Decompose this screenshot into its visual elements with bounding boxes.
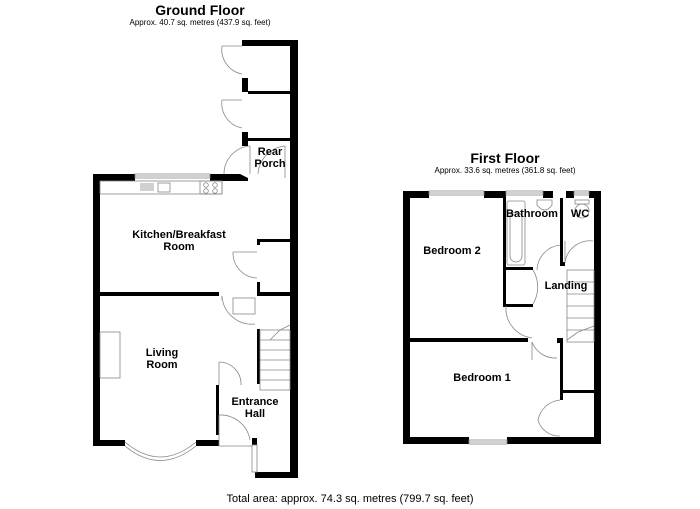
ground-floor-title: Ground Floor xyxy=(155,2,245,18)
room-label-entrance-2: Hall xyxy=(245,408,265,420)
room-label-bedroom-1: Bedroom 1 xyxy=(453,372,510,384)
ground-floor-walls xyxy=(93,40,298,478)
ground-floor-plan: Rear Porch Kitchen/Breakfast Room Living… xyxy=(93,40,298,478)
room-label-wc: WC xyxy=(571,208,589,220)
first-floor-title: First Floor xyxy=(470,150,540,166)
first-floor-area: Approx. 33.6 sq. metres (361.8 sq. feet) xyxy=(434,166,576,175)
room-label-entrance-1: Entrance xyxy=(231,396,278,408)
room-label-kitchen-1: Kitchen/Breakfast xyxy=(132,229,226,241)
total-area: Total area: approx. 74.3 sq. metres (799… xyxy=(226,493,474,505)
room-label-rear-porch-1: Rear xyxy=(258,146,283,158)
first-floor-fixtures xyxy=(428,190,595,445)
room-label-living-1: Living xyxy=(146,347,178,359)
first-floor-plan: Bathroom WC Bedroom 2 Landing Bedroom 1 xyxy=(403,190,601,445)
room-label-rear-porch-2: Porch xyxy=(254,158,285,170)
room-label-landing: Landing xyxy=(545,280,588,292)
room-label-bathroom: Bathroom xyxy=(506,208,558,220)
ground-floor-area: Approx. 40.7 sq. metres (437.9 sq. feet) xyxy=(129,18,271,27)
ground-floor-fixtures xyxy=(99,45,291,473)
first-floor-walls xyxy=(403,191,601,444)
room-label-kitchen-2: Room xyxy=(163,241,194,253)
room-label-living-2: Room xyxy=(146,359,177,371)
room-label-bedroom-2: Bedroom 2 xyxy=(423,245,480,257)
